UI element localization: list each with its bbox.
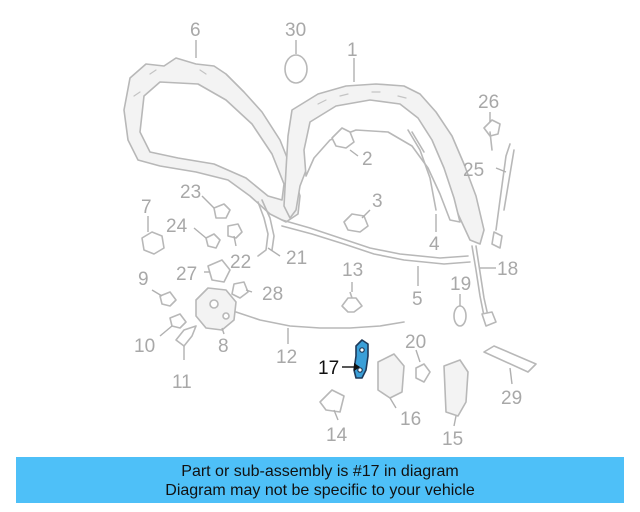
part-7-bumper xyxy=(141,231,165,255)
label-18: 18 xyxy=(497,259,518,280)
label-11: 11 xyxy=(172,372,192,393)
label-5: 5 xyxy=(412,289,423,310)
label-13: 13 xyxy=(342,260,363,281)
label-21: 21 xyxy=(286,248,307,269)
label-4: 4 xyxy=(429,234,440,255)
exploded-parts-diagram: 6 30 1 26 2 25 23 3 7 24 4 22 21 27 13 1… xyxy=(123,20,537,450)
label-20: 20 xyxy=(405,332,426,353)
part-28-clip xyxy=(231,281,249,299)
label-15: 15 xyxy=(442,429,463,450)
label-27: 27 xyxy=(176,264,197,285)
part-20-clip xyxy=(415,363,431,383)
part-9-bolt xyxy=(159,291,177,307)
part-6-inner-panel xyxy=(123,57,301,223)
part-24-nut xyxy=(205,233,221,249)
part-2-bumper xyxy=(331,127,355,149)
leader-lines xyxy=(147,40,513,427)
label-14: 14 xyxy=(326,425,348,446)
banner-line-2: Diagram may not be specific to your vehi… xyxy=(165,482,475,499)
part-13-grommet xyxy=(341,291,363,313)
part-8-latch xyxy=(195,287,237,331)
label-17: 17 xyxy=(318,358,339,379)
label-30: 30 xyxy=(285,20,306,41)
label-9: 9 xyxy=(138,269,149,290)
part-3-bumper xyxy=(343,213,369,233)
label-6: 6 xyxy=(190,20,201,41)
label-28: 28 xyxy=(262,284,283,305)
banner-line-1: Part or sub-assembly is #17 in diagram xyxy=(181,463,459,480)
part-22-bolt xyxy=(227,223,243,239)
label-19: 19 xyxy=(450,274,471,295)
callout-labels: 6 30 1 26 2 25 23 3 7 24 4 22 21 27 13 1… xyxy=(134,20,522,450)
label-7: 7 xyxy=(141,197,152,218)
part-16-bracket xyxy=(377,353,405,399)
info-banner: Part or sub-assembly is #17 in diagram D… xyxy=(16,457,624,503)
label-26: 26 xyxy=(478,92,499,113)
part-15-hinge xyxy=(443,359,469,417)
label-10: 10 xyxy=(134,336,155,357)
label-3: 3 xyxy=(372,191,383,212)
part-26-25-gas-strut xyxy=(483,119,515,249)
label-16: 16 xyxy=(400,409,421,430)
label-22: 22 xyxy=(230,252,251,273)
part-18-rod xyxy=(471,245,489,317)
part-29-strip xyxy=(483,345,537,373)
part-30-plug xyxy=(284,54,308,84)
part-1-hood xyxy=(283,83,485,245)
part-12-cable xyxy=(235,311,405,329)
part-27-clip xyxy=(207,259,231,283)
label-25: 25 xyxy=(463,160,484,181)
part-21-cable-guide xyxy=(257,199,275,257)
label-24: 24 xyxy=(166,216,188,237)
label-12: 12 xyxy=(276,347,297,368)
part-19-bumper xyxy=(453,305,467,327)
part-17-highlighted xyxy=(353,339,369,379)
label-23: 23 xyxy=(180,182,201,203)
part-4-rod xyxy=(407,129,437,211)
part-23-bolt xyxy=(213,203,231,219)
label-29: 29 xyxy=(501,388,522,409)
label-2: 2 xyxy=(362,149,373,170)
part-11-clip xyxy=(175,325,197,347)
label-1: 1 xyxy=(347,40,358,61)
part-5-seal xyxy=(281,219,471,265)
label-8: 8 xyxy=(218,336,229,357)
part-10-bolt xyxy=(169,313,187,329)
part-14-bracket xyxy=(319,389,345,413)
